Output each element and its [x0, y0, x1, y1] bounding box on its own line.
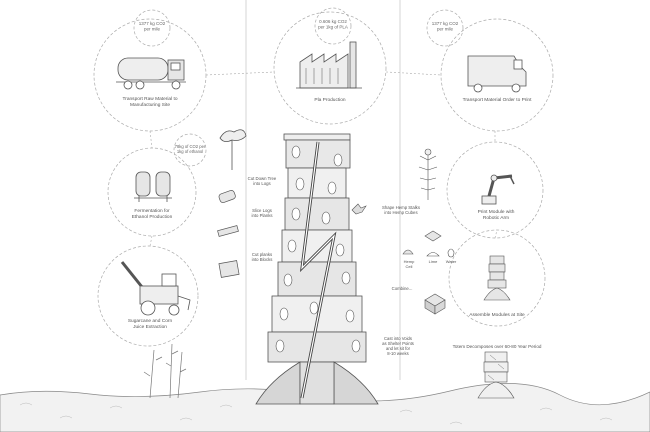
bubble-factory — [314, 7, 352, 45]
circle-transport-order — [440, 18, 554, 132]
robotic-arm-icon — [481, 174, 515, 205]
caption-pla-production: Pla Production — [314, 97, 346, 103]
assembled-totem-icon — [483, 255, 511, 301]
tree-icon — [219, 129, 247, 170]
guide-lines — [245, 0, 401, 380]
tanker-truck-icon — [116, 57, 186, 90]
wood-stages-icon — [217, 190, 240, 278]
caption-transport-order: Transport Material Order to Print — [463, 97, 533, 103]
bubble-truck — [133, 9, 171, 47]
step-water: Water — [446, 259, 457, 264]
caption-decompose: Totem Decomposes over 60-80 Year Period — [453, 344, 542, 349]
caption-assemble: Assemble Modules at Site — [469, 312, 525, 318]
bubble-ethanol — [173, 133, 207, 167]
connectors — [149, 71, 498, 247]
bubble-van — [426, 9, 464, 47]
circle-fermentation — [107, 147, 197, 237]
step-combine: Combine... — [392, 286, 413, 291]
step-lime: Lime — [429, 259, 438, 264]
totem-tower — [255, 133, 379, 405]
circle-print-module — [446, 141, 544, 239]
circle-sugarcane — [97, 245, 199, 347]
sugarcane-stalks-icon — [143, 343, 187, 399]
fermentation-tanks-icon — [134, 171, 172, 202]
factory-icon — [296, 41, 362, 89]
hemp-plant-icon — [418, 148, 438, 200]
delivery-van-icon — [467, 55, 527, 93]
circle-pla-production — [273, 11, 387, 125]
hempcrete-ingredients-icon — [402, 230, 455, 315]
harvester-icon — [120, 261, 191, 316]
decomposed-totem-icon — [477, 351, 515, 399]
